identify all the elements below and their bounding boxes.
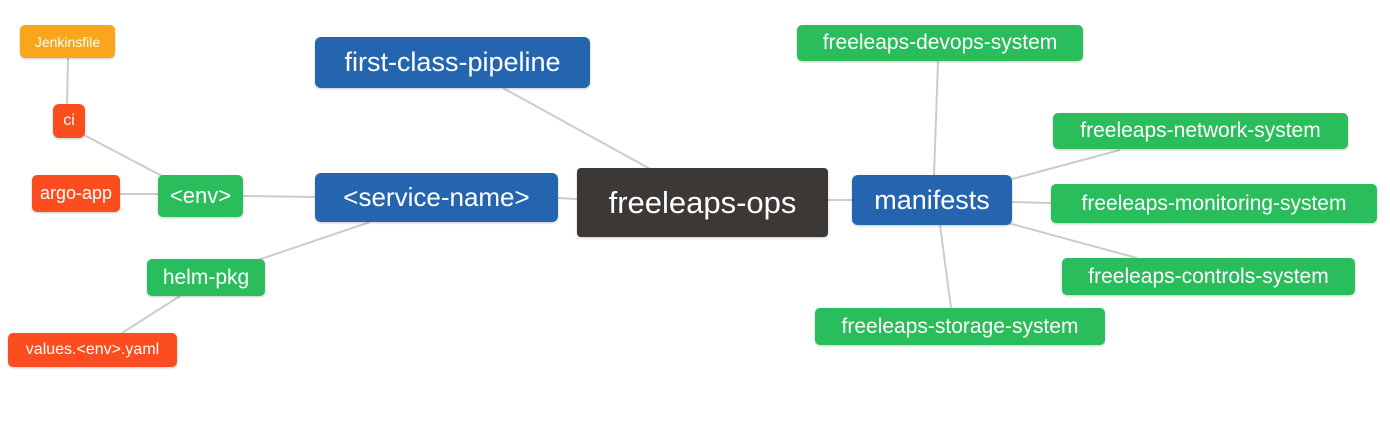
node-helm-pkg[interactable]: helm-pkg — [147, 259, 265, 296]
node-jenkinsfile[interactable]: Jenkinsfile — [20, 25, 115, 58]
node-freeleaps-network-system[interactable]: freeleaps-network-system — [1053, 113, 1348, 149]
node-manifests[interactable]: manifests — [852, 175, 1012, 225]
node-first-class-pipeline[interactable]: first-class-pipeline — [315, 37, 590, 88]
edge-service-name-root — [557, 197, 578, 200]
edge-values-helm-pkg — [121, 295, 181, 334]
node-ci[interactable]: ci — [53, 104, 85, 138]
node-env[interactable]: <env> — [158, 175, 243, 217]
node-freeleaps-devops-system[interactable]: freeleaps-devops-system — [797, 25, 1083, 61]
edge-env-service-name — [242, 195, 316, 198]
edge-manifests-network — [1011, 149, 1121, 180]
edge-first-class-pipeline-root — [502, 87, 653, 171]
node-freeleaps-storage-system[interactable]: freeleaps-storage-system — [815, 308, 1105, 345]
edge-helm-pkg-service-name — [257, 221, 371, 261]
edge-jenkinsfile-ci — [66, 57, 69, 105]
edge-manifests-monitoring — [1011, 201, 1052, 204]
edge-ci-env — [83, 134, 163, 177]
edge-manifests-storage — [939, 224, 952, 309]
node-freeleaps-controls-system[interactable]: freeleaps-controls-system — [1062, 258, 1355, 295]
node-argo-app[interactable]: argo-app — [32, 175, 120, 212]
node-service-name[interactable]: <service-name> — [315, 173, 558, 222]
node-freeleaps-monitoring-system[interactable]: freeleaps-monitoring-system — [1051, 184, 1377, 223]
node-freeleaps-ops-root[interactable]: freeleaps-ops — [577, 168, 828, 237]
node-values-env-yaml[interactable]: values.<env>.yaml — [8, 333, 177, 367]
edge-manifests-controls — [1007, 222, 1138, 259]
edge-devops-manifests — [933, 60, 939, 176]
